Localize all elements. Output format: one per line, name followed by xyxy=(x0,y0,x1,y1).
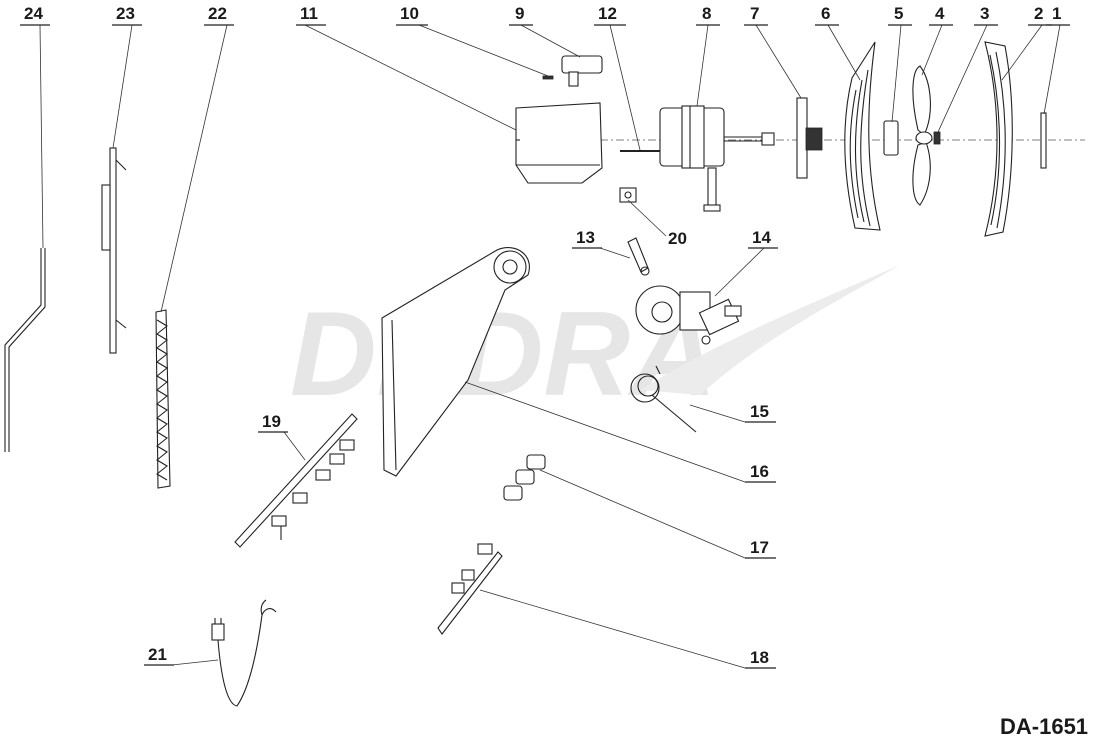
part-20-clip xyxy=(619,187,637,203)
callout-21: 21 xyxy=(144,645,174,666)
callout-3: 3 xyxy=(974,4,998,26)
callout-8-label: 8 xyxy=(702,4,711,23)
callout-6-label: 6 xyxy=(821,4,830,23)
callout-22: 22 xyxy=(204,4,234,26)
callout-17: 17 xyxy=(745,538,776,559)
callout-11: 11 xyxy=(296,4,326,26)
callout-18-label: 18 xyxy=(750,648,769,667)
callout-20: 20 xyxy=(668,229,687,248)
callout-13-label: 13 xyxy=(576,228,595,247)
callout-12-label: 12 xyxy=(598,4,617,23)
callout-23-label: 23 xyxy=(116,4,135,23)
callout-11-label: 11 xyxy=(300,4,318,23)
part-6-rear-grille xyxy=(844,41,881,231)
callout-22-label: 22 xyxy=(208,4,227,23)
callout-9-label: 9 xyxy=(515,4,524,23)
callout-19: 19 xyxy=(258,412,288,433)
part-14-gearbox xyxy=(635,285,742,345)
part-11-motor-housing xyxy=(515,102,603,184)
part-8-motor xyxy=(659,105,775,212)
callout-1-label: 1 xyxy=(1052,4,1061,23)
callout-7-label: 7 xyxy=(750,4,759,23)
part-17-knobs xyxy=(503,454,546,501)
part-23-pole xyxy=(101,147,127,354)
callout-20-label: 20 xyxy=(668,229,687,248)
part-21-power-cord xyxy=(211,599,277,707)
part-10-pin xyxy=(542,75,554,80)
callout-21-label: 21 xyxy=(148,645,167,664)
part-24-leg xyxy=(4,248,46,452)
callout-17-label: 17 xyxy=(750,538,769,557)
callout-2-label: 2 xyxy=(1034,4,1043,23)
callout-8: 8 xyxy=(696,4,720,26)
callout-13: 13 xyxy=(572,228,602,249)
callout-24-label: 24 xyxy=(24,4,43,23)
callout-16-label: 16 xyxy=(750,462,769,481)
part-5-nut xyxy=(883,120,899,156)
callout-10-label: 10 xyxy=(400,4,419,23)
callout-4: 4 xyxy=(929,4,953,26)
callout-5-label: 5 xyxy=(894,4,903,23)
part-3-spinner xyxy=(933,131,941,145)
part-7-mount-plate xyxy=(796,97,823,179)
callout-2: 2 xyxy=(1028,4,1052,26)
part-2-front-grille xyxy=(984,41,1013,237)
part-9-switch xyxy=(561,55,603,87)
callout-14-label: 14 xyxy=(752,228,771,247)
leader-lines xyxy=(39,24,1061,669)
part-15-spring xyxy=(630,365,697,433)
part-18-foot xyxy=(437,543,503,635)
callout-15-label: 15 xyxy=(750,402,769,421)
callout-7: 7 xyxy=(744,4,768,26)
callout-24: 24 xyxy=(20,4,50,26)
model-number: DA-1651 xyxy=(1000,714,1088,739)
callout-9: 9 xyxy=(509,4,533,26)
callout-1: 1 xyxy=(1046,4,1070,26)
callout-12: 12 xyxy=(594,4,626,26)
callout-5: 5 xyxy=(888,4,912,26)
callout-10: 10 xyxy=(396,4,428,26)
callout-14: 14 xyxy=(748,228,778,249)
callout-18: 18 xyxy=(745,648,776,669)
callout-4-label: 4 xyxy=(935,4,945,23)
callout-15: 15 xyxy=(745,402,776,423)
part-19-foot-bar xyxy=(234,413,358,548)
callout-16: 16 xyxy=(745,462,776,483)
part-13-lever xyxy=(627,237,650,276)
part-4-blade xyxy=(912,65,933,206)
callout-3-label: 3 xyxy=(980,4,989,23)
part-1-badge xyxy=(1040,112,1047,169)
watermark: DEDRA xyxy=(290,265,900,421)
callout-19-label: 19 xyxy=(262,412,281,431)
callout-23: 23 xyxy=(112,4,142,26)
part-16-base-frame xyxy=(381,247,530,477)
part-22-rack xyxy=(155,309,171,489)
watermark-swoosh xyxy=(640,265,900,395)
callout-6: 6 xyxy=(815,4,839,26)
